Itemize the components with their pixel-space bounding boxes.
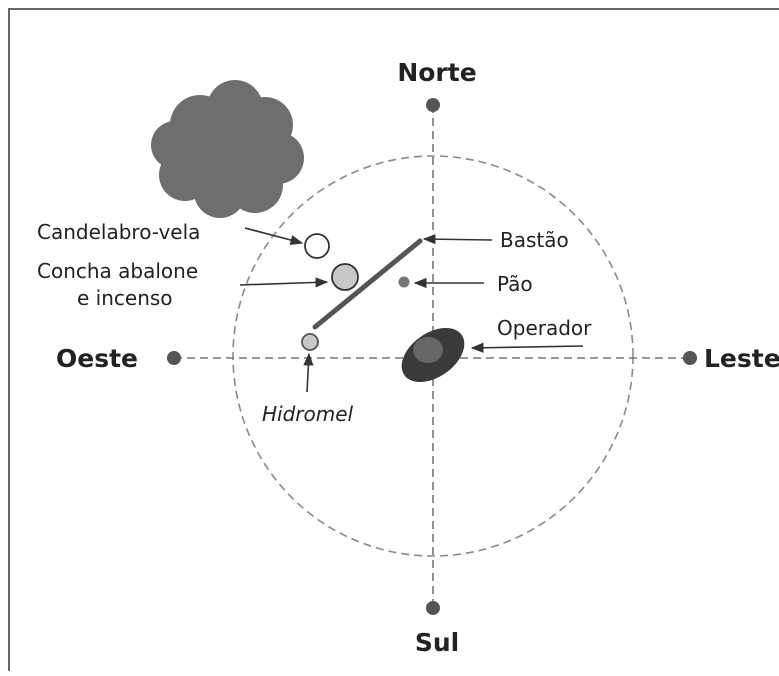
mead-circle-icon xyxy=(301,333,319,351)
pao-label: Pão xyxy=(497,272,533,296)
bread-dot-icon xyxy=(398,276,410,288)
east-dot-icon xyxy=(683,351,697,365)
concha-label-line1: Concha abalone xyxy=(37,259,198,283)
staff-icon xyxy=(312,238,423,330)
ritual-circle xyxy=(232,155,634,557)
candelabro-arrow xyxy=(244,227,304,246)
operador-label: Operador xyxy=(497,316,592,340)
west-dot-icon xyxy=(167,351,181,365)
concha-arrow xyxy=(239,277,329,288)
abalone-shell-icon xyxy=(331,263,359,291)
smoke-cloud-icon xyxy=(151,80,304,218)
concha-label-line2: e incenso xyxy=(77,286,173,310)
candelabro-label: Candelabro-vela xyxy=(37,220,200,244)
hidromel-arrow xyxy=(303,352,314,393)
south-label: Sul xyxy=(415,628,459,657)
bastao-label: Bastão xyxy=(500,228,569,252)
west-label: Oeste xyxy=(56,344,138,373)
diagram-frame xyxy=(8,8,779,676)
operador-arrow xyxy=(470,342,584,353)
north-dot-icon xyxy=(426,98,440,112)
operator-figure-icon xyxy=(401,328,465,382)
bastao-arrow xyxy=(422,234,493,245)
hidromel-label: Hidromel xyxy=(262,402,354,426)
east-label: Leste xyxy=(704,344,779,373)
north-label: Norte xyxy=(397,58,476,87)
candle-circle-icon xyxy=(304,233,330,259)
south-dot-icon xyxy=(426,601,440,615)
